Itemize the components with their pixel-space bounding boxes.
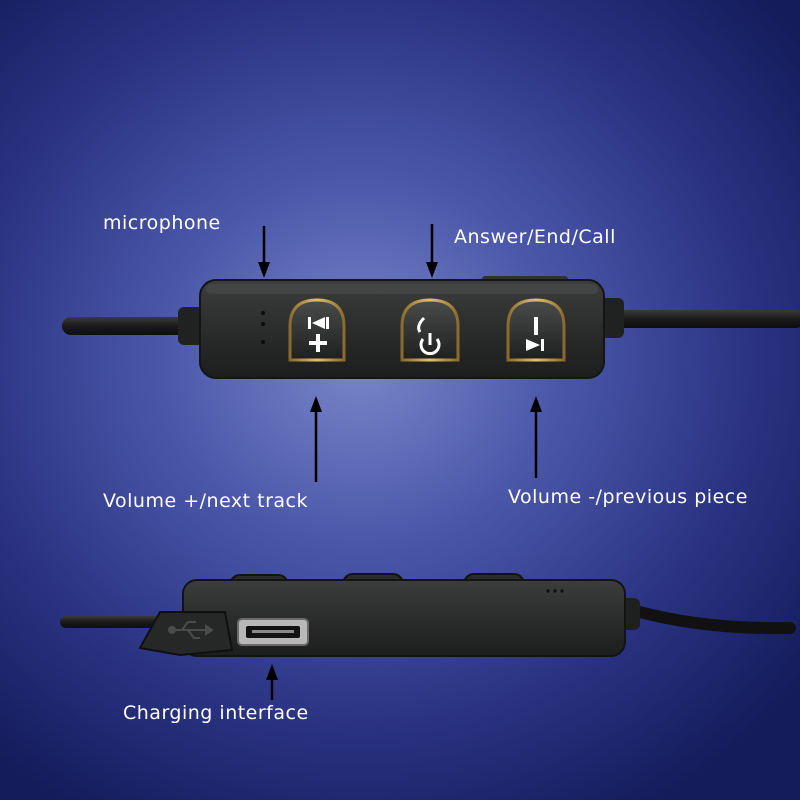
- micro-usb-port[interactable]: [237, 618, 309, 646]
- charging-port-cover: [138, 611, 234, 657]
- charging-interface-label: Charging interface: [123, 702, 309, 724]
- arrow-answer: [426, 224, 438, 278]
- indicator-dot: [553, 589, 557, 593]
- volume-down-button[interactable]: [506, 298, 566, 362]
- remote-body-highlight: [206, 284, 598, 294]
- cable-right: [600, 310, 800, 328]
- next-track-plus-icon: [308, 317, 329, 352]
- volume-down-label: Volume -/previous piece: [508, 486, 748, 508]
- arrow-microphone: [258, 226, 270, 278]
- power-call-icon: [417, 316, 441, 356]
- arrow-volume-up: [310, 396, 322, 482]
- arrow-volume-down: [530, 396, 542, 478]
- answer-end-call-label: Answer/End/Call: [454, 226, 616, 248]
- indicator-dot: [560, 589, 564, 593]
- cable-left: [62, 317, 192, 335]
- volume-up-label: Volume +/next track: [103, 490, 309, 512]
- arrow-charging: [266, 664, 278, 700]
- microphone-hole: [261, 311, 265, 315]
- remote-bottom: [60, 573, 796, 657]
- indicator-dot: [546, 589, 550, 593]
- remote-top: [62, 276, 800, 379]
- microphone-hole: [261, 322, 265, 326]
- microphone-hole: [261, 340, 265, 344]
- volume-up-button[interactable]: [288, 298, 346, 362]
- answer-end-call-button[interactable]: [400, 298, 460, 362]
- cable-left-bottom: [60, 616, 170, 628]
- minus-previous-icon: [526, 317, 544, 351]
- usb-icon: [168, 621, 214, 639]
- microphone-label: microphone: [103, 212, 221, 234]
- cable-right-bottom: [619, 602, 796, 635]
